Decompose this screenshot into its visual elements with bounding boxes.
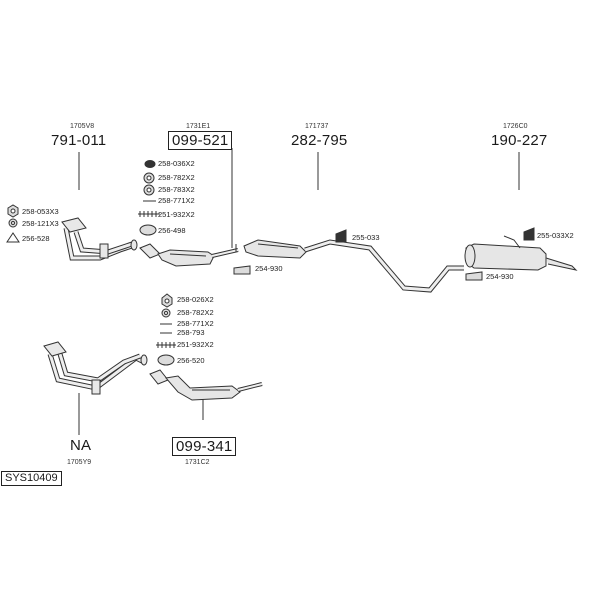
code-190-227[interactable]: 190-227: [491, 132, 548, 149]
part-258-783[interactable]: 258-783X2: [158, 185, 195, 194]
part-258-782a[interactable]: 258-782X2: [158, 173, 195, 182]
part-254-930b[interactable]: 254-930: [486, 272, 514, 281]
spring-icon-2: [156, 342, 176, 348]
gasket-icon: [6, 232, 20, 243]
part-255-033[interactable]: 255-033: [352, 233, 380, 242]
code-099-521[interactable]: 099-521: [168, 131, 233, 150]
clamp-icon: [233, 265, 251, 275]
part-258-053[interactable]: 258-053X3: [22, 207, 59, 216]
code-099-341[interactable]: 099-341: [172, 437, 237, 456]
middle-silencer: [235, 239, 464, 293]
code-282-795[interactable]: 282-795: [291, 132, 348, 149]
ref-1705v8: 1705V8: [70, 123, 95, 130]
part-258-771a[interactable]: 258-771X2: [158, 196, 195, 205]
downpipe-top: [61, 217, 138, 261]
part-256-498[interactable]: 256-498: [158, 226, 186, 235]
part-icons: [6, 160, 535, 366]
part-258-026[interactable]: 258-026X2: [177, 295, 214, 304]
clamp-icon-2: [465, 271, 483, 281]
code-791-011[interactable]: 791-011: [51, 132, 107, 149]
part-258-782b[interactable]: 258-782X2: [177, 308, 214, 317]
ring-gasket-icon-2: [157, 354, 175, 366]
ring-gasket-icon: [139, 224, 157, 236]
part-255-033x2[interactable]: 255-033X2: [537, 231, 574, 240]
downpipe-bottom: [43, 341, 148, 395]
part-251-932a[interactable]: 251-932X2: [158, 210, 195, 219]
ref-1726c0: 1726C0: [503, 123, 528, 130]
part-256-528[interactable]: 256-528: [22, 234, 50, 243]
spring-icon: [138, 211, 160, 217]
catalyst-top: [139, 243, 239, 267]
rubber-mount-icon-2: [523, 227, 535, 241]
code-na[interactable]: NA: [70, 437, 92, 454]
part-256-520[interactable]: 256-520: [177, 356, 205, 365]
ref-1705y9: 1705Y9: [67, 459, 92, 466]
part-258-771b[interactable]: 258-771X2: [177, 319, 214, 328]
part-251-932b[interactable]: 251-932X2: [177, 340, 214, 349]
rubber-mount-icon: [335, 229, 347, 243]
part-258-121[interactable]: 258-121X3: [22, 219, 59, 228]
rear-silencer: [464, 235, 578, 271]
ref-1731e1: 1731E1: [186, 123, 211, 130]
part-258-036[interactable]: 258-036X2: [158, 159, 195, 168]
mount-icon: [144, 160, 156, 168]
ref-171737: 171737: [305, 123, 329, 130]
ref-1731c2: 1731C2: [185, 459, 210, 466]
system-id: SYS10409: [1, 471, 62, 486]
catalyst-bottom: [149, 369, 263, 401]
part-258-793[interactable]: 258-793: [177, 328, 205, 337]
part-254-930a[interactable]: 254-930: [255, 264, 283, 273]
